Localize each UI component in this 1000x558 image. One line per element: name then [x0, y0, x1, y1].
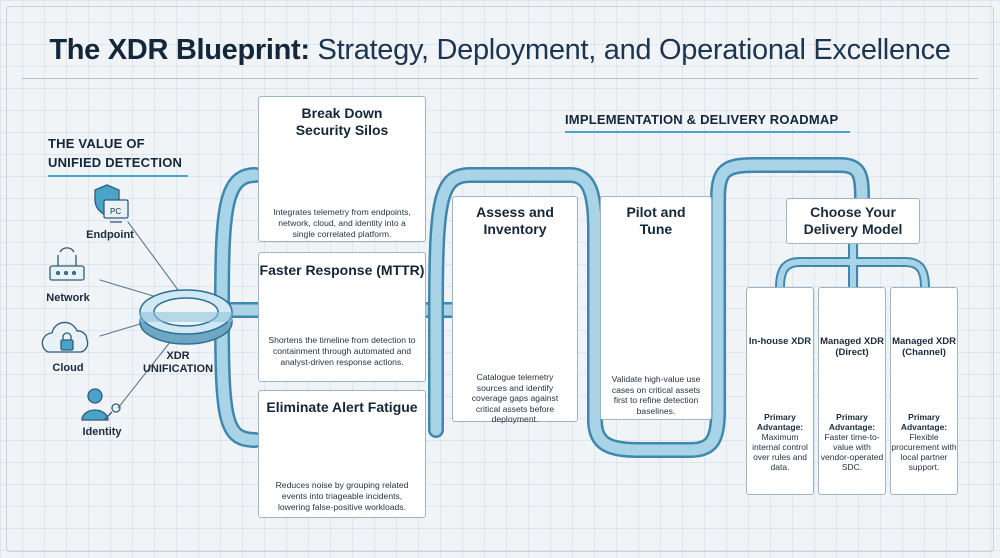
- hub-label: XDR UNIFICATION: [128, 350, 228, 376]
- title-rest: Strategy, Deployment, and Operational Ex…: [309, 34, 951, 66]
- model-card-direct: Managed XDR (Direct) Primary Advantage: …: [818, 287, 886, 495]
- roadmap-label-text: IMPLEMENTATION & DELIVERY ROADMAP: [565, 112, 839, 127]
- value-section-label: THE VALUE OF UNIFIED DETECTION: [48, 134, 188, 177]
- source-endpoint-label: Endpoint: [86, 229, 134, 241]
- source-network-label: Network: [46, 292, 90, 304]
- source-cloud-label: Cloud: [52, 362, 84, 374]
- model-adv-inhouse: Maximum internal control over rules and …: [752, 432, 808, 472]
- page-frame: [6, 6, 994, 552]
- xdr-hub-ring: [139, 289, 233, 345]
- model-adv-label-inhouse: Primary Advantage:: [756, 412, 804, 432]
- step-assess: Assess and Inventory Catalogue telemetry…: [452, 204, 578, 425]
- step-pilot: Pilot and Tune Validate high-value use c…: [600, 204, 712, 416]
- benefit-title-silos: Break Down Security Silos: [295, 105, 389, 138]
- roadmap-section-label: IMPLEMENTATION & DELIVERY ROADMAP: [565, 112, 850, 133]
- benefit-desc-mttr: Shortens the timeline from detection to …: [268, 335, 416, 367]
- model-card-inhouse: In-house XDR Primary Advantage: Maximum …: [746, 287, 814, 495]
- title-bold: The XDR Blueprint:: [49, 34, 310, 66]
- model-title-inhouse: In-house XDR: [748, 336, 812, 347]
- source-cloud: Cloud: [28, 360, 108, 374]
- step-card-pilot: [600, 196, 712, 420]
- source-identity: Identity: [62, 424, 142, 438]
- cloud-icon-group: [41, 321, 89, 353]
- model-adv-label-channel: Primary Advantage:: [900, 412, 948, 432]
- source-identity-label: Identity: [82, 426, 122, 438]
- step-title-pilot: Pilot and Tune: [626, 204, 686, 237]
- model-title-channel: Managed XDR (Channel): [892, 336, 956, 358]
- pc-label: PC: [110, 207, 121, 216]
- value-label-underline: [48, 175, 188, 177]
- step-desc-pilot: Validate high-value use cases on critica…: [611, 374, 701, 416]
- source-endpoint: Endpoint: [70, 227, 150, 241]
- model-adv-channel: Flexible procurement with local partner …: [891, 432, 957, 472]
- choose-title: Choose Your Delivery Model: [803, 204, 903, 237]
- model-adv-direct: Faster time-to-value with vendor-operate…: [820, 432, 884, 472]
- hub-label-line1: XDR: [166, 350, 190, 362]
- step-desc-assess: Catalogue telemetry sources and identify…: [471, 372, 559, 424]
- page-title: The XDR Blueprint: Strategy, Deployment,…: [0, 34, 1000, 67]
- choose-delivery-model: Choose Your Delivery Model: [786, 198, 920, 244]
- pipe-choose-to-models: [775, 239, 930, 293]
- benefit-card-mttr: Faster Response (MTTR) Shortens the time…: [258, 252, 426, 382]
- model-card-channel: Managed XDR (Channel) Primary Advantage:…: [890, 287, 958, 495]
- roadmap-label-underline: [565, 131, 850, 133]
- source-network: Network: [28, 290, 108, 304]
- benefit-desc-fatigue: Reduces noise by grouping related events…: [275, 480, 409, 512]
- benefit-card-silos: Break Down Security Silos Integrates tel…: [258, 96, 426, 242]
- benefit-title-mttr: Faster Response (MTTR): [259, 262, 425, 278]
- model-title-direct: Managed XDR (Direct): [820, 336, 884, 358]
- benefit-title-fatigue: Eliminate Alert Fatigue: [266, 399, 418, 415]
- benefit-desc-silos: Integrates telemetry from endpoints, net…: [273, 207, 411, 239]
- pipe-hub-to-benefits: [214, 167, 266, 448]
- endpoint-icon-group: [94, 184, 129, 223]
- identity-icon-group: [81, 388, 121, 421]
- title-divider: [22, 78, 978, 79]
- step-title-assess: Assess and Inventory: [476, 204, 554, 237]
- pipe-benefits-to-roadmap: [420, 157, 870, 458]
- value-label-line1: THE VALUE OF: [48, 136, 145, 151]
- hub-label-line2: UNIFICATION: [142, 363, 214, 375]
- value-label-line2: UNIFIED DETECTION: [48, 155, 183, 170]
- network-icon-group: [49, 247, 85, 281]
- benefit-card-fatigue: Eliminate Alert Fatigue Reduces noise by…: [258, 390, 426, 518]
- model-adv-label-direct: Primary Advantage:: [828, 412, 876, 432]
- step-card-assess: [452, 196, 578, 422]
